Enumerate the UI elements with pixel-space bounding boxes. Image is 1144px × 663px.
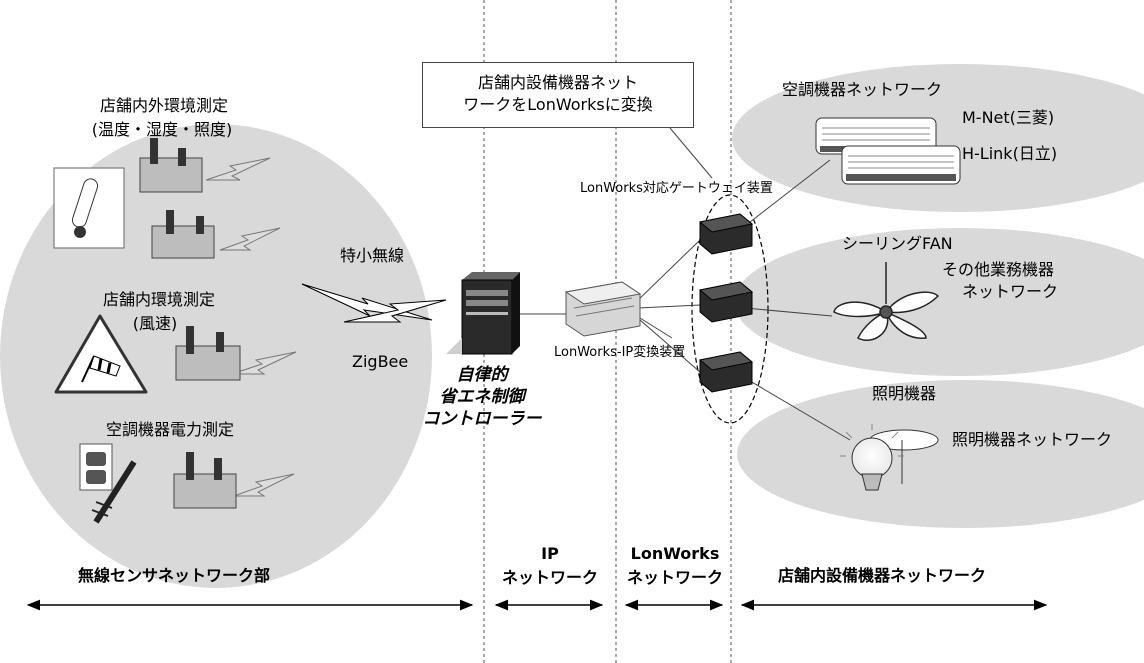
gateway-label: LonWorks対応ゲートウェイ装置 (580, 181, 773, 196)
sensor-device-3 (175, 326, 241, 381)
mnet-label: M-Net(三菱) (962, 108, 1055, 127)
wind-measure-title: 店舗内環境測定 (102, 290, 215, 309)
air-conditioner-icon-2 (841, 145, 961, 185)
controller-label-1: 自律的 (456, 365, 508, 385)
wireless-signal-icons (301, 283, 447, 323)
lonworks-ip-converter-icon (564, 281, 642, 337)
callout-line-1: 店舗内設備機器ネット (477, 73, 638, 92)
ceiling-fan-icon (833, 262, 940, 341)
callout-line-2: ワークをLonWorksに変換 (463, 95, 653, 114)
env-measure-subtitle: (温度・湿度・照度) (91, 120, 233, 139)
aircon-network-area (732, 64, 1144, 212)
power-measure-title: 空調機器電力測定 (105, 420, 234, 439)
lighting-title: 照明機器 (872, 384, 937, 403)
controller-label-3: コントローラー (422, 409, 542, 429)
env-measure-title: 店舗内外環境測定 (99, 96, 228, 115)
controller-label-2: 省エネ制御 (439, 387, 525, 407)
aircon-network-title: 空調機器ネットワーク (782, 80, 943, 99)
tokushou-musen-label: 特小無線 (340, 246, 405, 265)
wind-measure-subtitle: (風速) (132, 314, 178, 333)
other-network-title-2: ネットワーク (962, 282, 1059, 301)
controller-pc-icon (446, 272, 520, 355)
zigbee-label: ZigBee (352, 352, 409, 371)
lonworks-section-label-1: LonWorks (630, 544, 720, 563)
callout-pointer (669, 127, 713, 179)
other-network-area (734, 228, 1144, 376)
windsock-sign-icon (54, 314, 148, 394)
sensor-signal-icons (205, 157, 297, 497)
gateway-devices (698, 213, 754, 393)
lighting-network-area (737, 380, 1144, 528)
sensor-device-1 (139, 138, 203, 193)
gateway-group-outline (691, 194, 769, 424)
light-bulb-icon (840, 424, 939, 491)
power-plug-icon (79, 443, 137, 524)
other-network-title-1: その他業務機器 (942, 260, 1055, 279)
sensor-device-2 (151, 210, 215, 259)
ip-section-label-1: IP (541, 544, 559, 563)
lighting-network-title: 照明機器ネットワーク (952, 430, 1113, 449)
conversion-callout: 店舗内設備機器ネット ワークをLonWorksに変換 (422, 62, 694, 128)
thermometer-icon (53, 167, 125, 249)
sensor-device-4 (173, 452, 237, 509)
store-equipment-section-label: 店舗内設備機器ネットワーク (778, 566, 987, 585)
wireless-sensor-section-label: 無線センサネットワーク部 (78, 566, 271, 585)
lonworks-section-label-2: ネットワーク (626, 568, 723, 587)
ip-section-label-2: ネットワーク (501, 568, 598, 587)
hlink-label: H-Link(日立) (962, 144, 1058, 163)
lonworks-ip-label: LonWorks-IP変換装置 (554, 345, 686, 360)
connection-lines (515, 159, 851, 441)
ceiling-fan-title: シーリングFAN (842, 234, 953, 253)
